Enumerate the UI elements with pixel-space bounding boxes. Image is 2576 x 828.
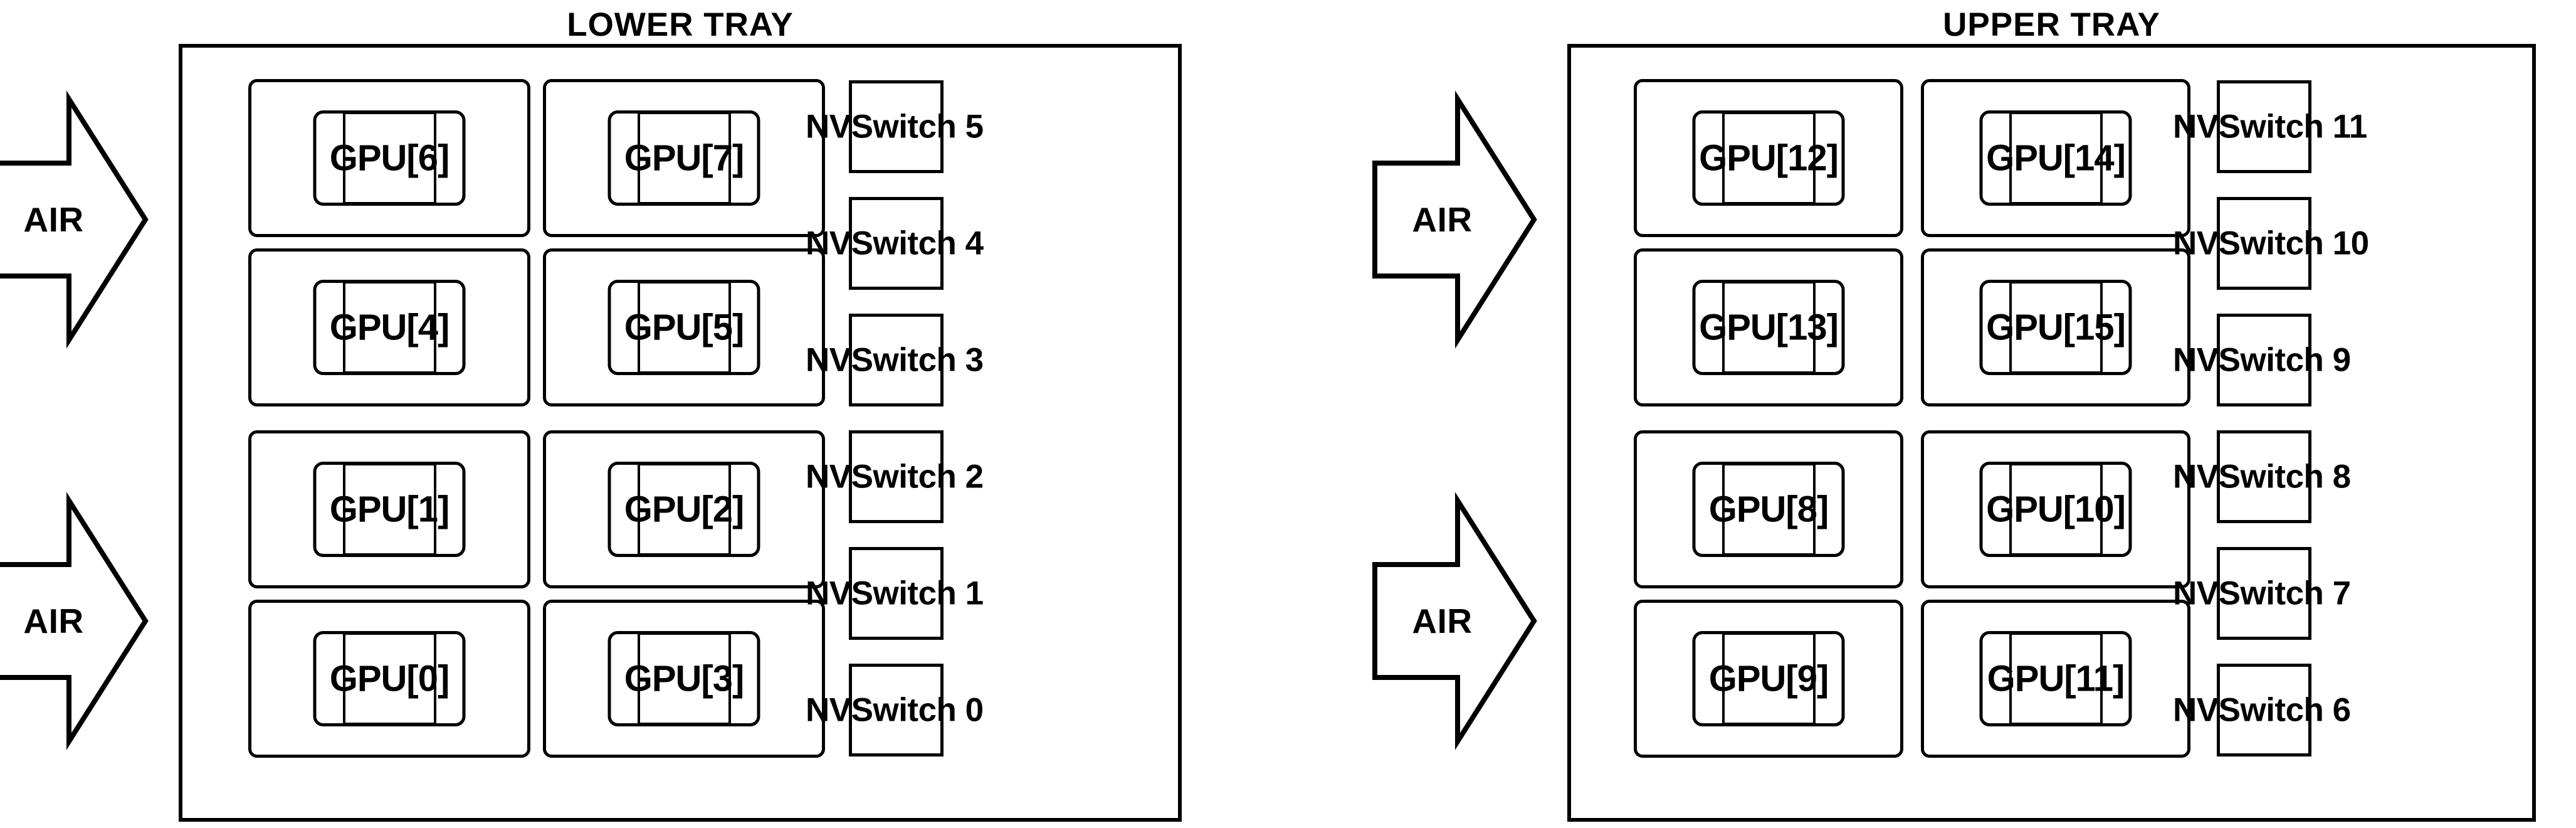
lower-tray-title: LOWER TRAY <box>567 6 794 43</box>
gpu-die <box>637 632 731 725</box>
nvswitch-box[interactable] <box>2217 664 2311 756</box>
air-arrow-icon <box>0 492 149 750</box>
gpu-module-carrier <box>313 462 466 557</box>
gpu-die <box>342 463 436 556</box>
gpu-module-carrier <box>607 280 760 375</box>
gpu-die <box>2009 632 2103 725</box>
gpu-slot[interactable]: GPU[4] <box>248 248 530 406</box>
gpu-module-carrier <box>1979 631 2132 726</box>
gpu-module-carrier <box>1692 462 1845 557</box>
air-arrow-icon <box>1372 492 1537 750</box>
gpu-slot[interactable]: GPU[14] <box>1921 79 2190 237</box>
air-arrow-icon <box>1372 90 1537 349</box>
gpu-module-carrier <box>607 631 760 726</box>
gpu-module-carrier <box>1979 110 2132 206</box>
gpu-slot[interactable]: GPU[7] <box>543 79 825 237</box>
gpu-module-carrier <box>313 280 466 375</box>
gpu-slot[interactable]: GPU[3] <box>543 600 825 758</box>
gpu-die <box>1722 112 1816 204</box>
gpu-slot[interactable]: GPU[15] <box>1921 248 2190 406</box>
gpu-die <box>2009 281 2103 374</box>
air-flow-arrow-lower-top: AIR <box>0 90 154 349</box>
gpu-die <box>342 281 436 374</box>
gpu-die <box>1722 463 1816 556</box>
gpu-module-carrier <box>313 631 466 726</box>
gpu-die <box>1722 281 1816 374</box>
upper-tray-enclosure: UPPER TRAY GPU[12] GPU[14] GPU[13] GP <box>1567 6 2536 822</box>
lower-tray-enclosure: LOWER TRAY GPU[6] GPU[7] GPU[4] GPU[5 <box>179 6 1182 822</box>
gpu-die <box>1722 632 1816 725</box>
air-flow-arrow-upper-bottom: AIR <box>1364 492 1542 750</box>
gpu-module-carrier <box>313 110 466 206</box>
nvswitch-box[interactable] <box>2217 430 2311 523</box>
nvswitch-box[interactable] <box>2217 314 2311 406</box>
gpu-module-carrier <box>607 462 760 557</box>
gpu-slot[interactable]: GPU[5] <box>543 248 825 406</box>
air-arrow-icon <box>0 90 149 349</box>
upper-tray-title: UPPER TRAY <box>1943 6 2160 43</box>
gpu-slot[interactable]: GPU[10] <box>1921 430 2190 588</box>
nvswitch-box[interactable] <box>849 547 944 640</box>
gpu-die <box>637 112 731 204</box>
air-flow-arrow-upper-top: AIR <box>1364 90 1542 349</box>
air-flow-arrow-lower-bottom: AIR <box>0 492 154 750</box>
nvswitch-box[interactable] <box>849 430 944 523</box>
gpu-slot[interactable]: GPU[13] <box>1634 248 1903 406</box>
gpu-module-carrier <box>1692 280 1845 375</box>
nvswitch-box[interactable] <box>849 314 944 406</box>
gpu-slot[interactable]: GPU[0] <box>248 600 530 758</box>
gpu-slot[interactable]: GPU[6] <box>248 79 530 237</box>
gpu-slot[interactable]: GPU[12] <box>1634 79 1903 237</box>
gpu-die <box>637 463 731 556</box>
gpu-die <box>2009 112 2103 204</box>
gpu-module-carrier <box>607 110 760 206</box>
gpu-module-carrier <box>1692 631 1845 726</box>
gpu-die <box>342 632 436 725</box>
gpu-slot[interactable]: GPU[9] <box>1634 600 1903 758</box>
gpu-die <box>637 281 731 374</box>
nvswitch-box[interactable] <box>2217 547 2311 640</box>
gpu-die <box>342 112 436 204</box>
gpu-slot[interactable]: GPU[2] <box>543 430 825 588</box>
gpu-slot[interactable]: GPU[8] <box>1634 430 1903 588</box>
nvswitch-box[interactable] <box>849 664 944 756</box>
nvswitch-box[interactable] <box>2217 197 2311 290</box>
nvswitch-box[interactable] <box>849 80 944 173</box>
nvswitch-box[interactable] <box>849 197 944 290</box>
gpu-slot[interactable]: GPU[11] <box>1921 600 2190 758</box>
gpu-module-carrier <box>1692 110 1845 206</box>
gpu-module-carrier <box>1979 462 2132 557</box>
gpu-slot[interactable]: GPU[1] <box>248 430 530 588</box>
gpu-die <box>2009 463 2103 556</box>
gpu-module-carrier <box>1979 280 2132 375</box>
nvswitch-box[interactable] <box>2217 80 2311 173</box>
